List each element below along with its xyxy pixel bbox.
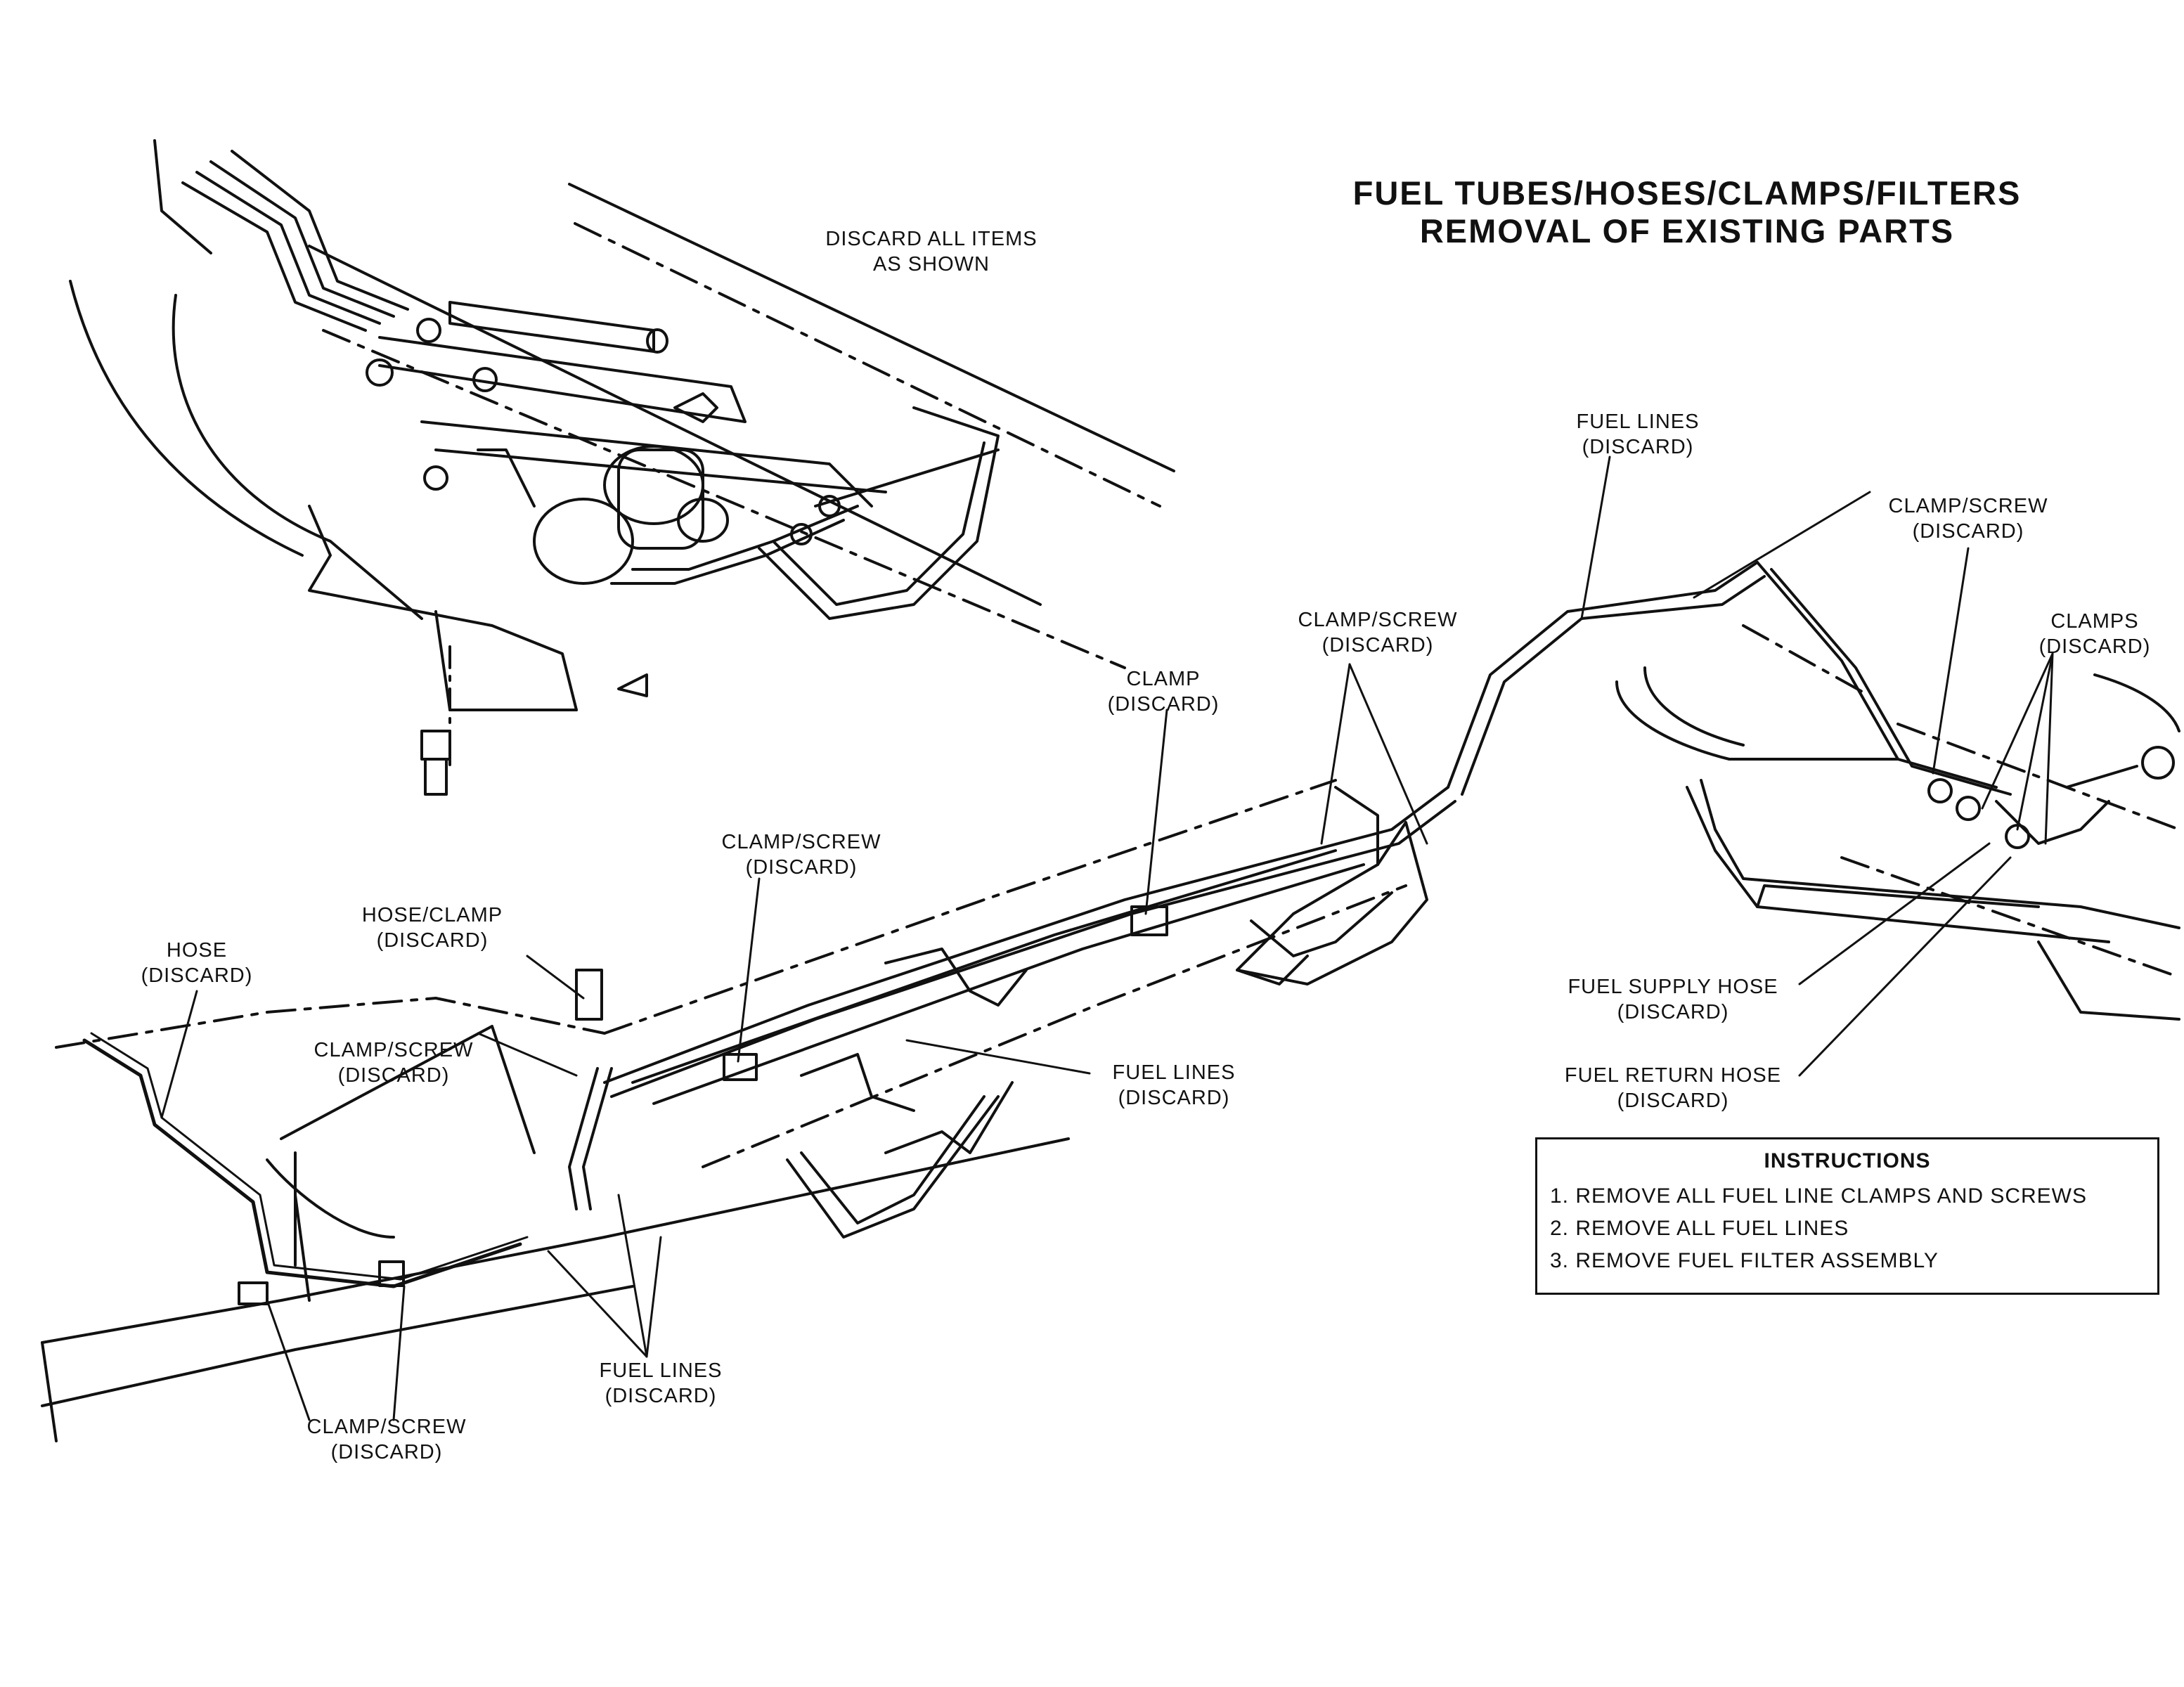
- title-line-1: FUEL TUBES/HOSES/CLAMPS/FILTERS: [1352, 174, 2022, 212]
- label-fuel-return-hose: FUEL RETURN HOSE (DISCARD): [1564, 1064, 1782, 1112]
- label-clamp-screw-top-right: CLAMP/SCREW (DISCARD): [1888, 495, 2048, 543]
- label-fuel-supply-hose: FUEL SUPPLY HOSE (DISCARD): [1568, 976, 1778, 1023]
- engine-detail-drawing: [69, 139, 1175, 796]
- instruction-item: 1. REMOVE ALL FUEL LINE CLAMPS AND SCREW…: [1550, 1184, 2087, 1208]
- instruction-item: 3. REMOVE FUEL FILTER ASSEMBLY: [1550, 1249, 1939, 1272]
- label-fuel-lines-bottom: FUEL LINES (DISCARD): [599, 1359, 723, 1407]
- label-hose-clamp: HOSE/CLAMP (DISCARD): [361, 904, 503, 952]
- label-clamps-right: CLAMPS (DISCARD): [2038, 610, 2151, 658]
- fuel-tank-drawing: [1236, 624, 2180, 1021]
- label-clamp-screw-bottom: CLAMP/SCREW (DISCARD): [306, 1416, 467, 1463]
- label-clamp-screw-mid: CLAMP/SCREW (DISCARD): [1298, 609, 1458, 657]
- instruction-item: 2. REMOVE ALL FUEL LINES: [1550, 1217, 1849, 1240]
- diagram-title: FUEL TUBES/HOSES/CLAMPS/FILTERS REMOVAL …: [1300, 174, 2074, 250]
- chassis-frame-drawing: [41, 779, 1407, 1442]
- label-clamp-screw-center: CLAMP/SCREW (DISCARD): [721, 831, 881, 879]
- instructions-heading: INSTRUCTIONS: [1764, 1149, 1931, 1172]
- title-line-2: REMOVAL OF EXISTING PARTS: [1419, 212, 1955, 250]
- label-clamp-screw-left: CLAMP/SCREW (DISCARD): [314, 1039, 474, 1087]
- label-clamp-mid: CLAMP (DISCARD): [1107, 668, 1220, 716]
- label-hose: HOSE (DISCARD): [141, 939, 253, 987]
- instructions-list: 1. REMOVE ALL FUEL LINE CLAMPS AND SCREW…: [1537, 1180, 2157, 1277]
- instructions-box: INSTRUCTIONS 1. REMOVE ALL FUEL LINE CLA…: [1535, 1137, 2159, 1295]
- label-discard-all: DISCARD ALL ITEMS AS SHOWN: [825, 228, 1038, 276]
- leader-lines: [160, 455, 2054, 1421]
- label-fuel-lines-mid: FUEL LINES (DISCARD): [1112, 1061, 1236, 1109]
- label-fuel-lines-top: FUEL LINES (DISCARD): [1576, 411, 1700, 458]
